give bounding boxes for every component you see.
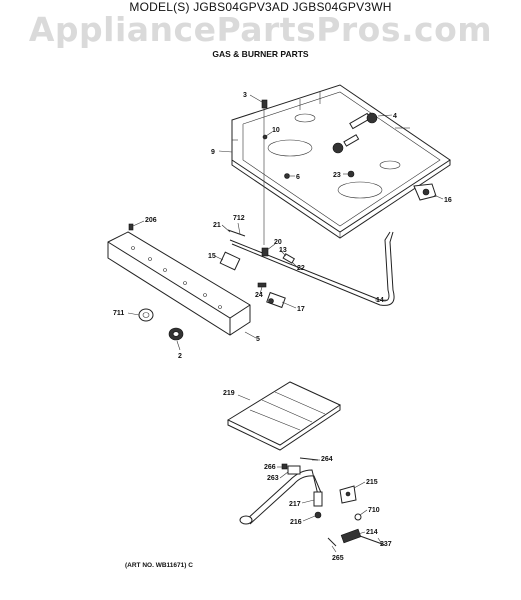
bracket-215[interactable] bbox=[339, 485, 357, 504]
callout-215: 215 bbox=[366, 479, 378, 486]
fastener-6[interactable] bbox=[284, 173, 290, 179]
section-title: GAS & BURNER PARTS bbox=[212, 49, 309, 59]
screw-265[interactable] bbox=[327, 537, 337, 547]
callout-263: 263 bbox=[267, 475, 279, 482]
callout-10: 10 bbox=[272, 127, 280, 134]
bracket-16[interactable] bbox=[413, 183, 437, 201]
manifold-panel[interactable] bbox=[107, 231, 251, 336]
valve-17[interactable] bbox=[266, 291, 286, 309]
burner-baffle-219[interactable] bbox=[226, 381, 342, 451]
callout-2: 2 bbox=[178, 353, 182, 360]
callout-265: 265 bbox=[332, 555, 344, 562]
callout-264: 264 bbox=[321, 456, 333, 463]
callout-711: 711 bbox=[113, 310, 124, 317]
callout-14: 14 bbox=[376, 297, 384, 304]
air-shutter-263[interactable] bbox=[287, 465, 301, 475]
clip-24[interactable] bbox=[257, 282, 267, 288]
nut-216[interactable] bbox=[314, 511, 322, 519]
clip-266[interactable] bbox=[281, 463, 288, 470]
callout-15: 15 bbox=[208, 253, 216, 260]
callout-266: 266 bbox=[264, 464, 276, 471]
spreader-264[interactable] bbox=[299, 457, 319, 461]
orifice-217[interactable] bbox=[313, 491, 323, 507]
callout-217: 217 bbox=[289, 501, 301, 508]
callout-237: 237 bbox=[380, 541, 392, 548]
knob-711[interactable] bbox=[138, 308, 154, 322]
art-number: (ART NO. WB11671) C bbox=[125, 562, 193, 569]
leader-lines bbox=[127, 94, 444, 553]
screw-710[interactable] bbox=[354, 513, 362, 521]
callout-214: 214 bbox=[366, 529, 378, 536]
callout-23: 23 bbox=[333, 172, 341, 179]
ignitor-214[interactable] bbox=[340, 528, 362, 544]
model-numbers: MODEL(S) JGBS04GPV3AD JGBS04GPV3WH bbox=[129, 0, 392, 14]
wire-237[interactable] bbox=[359, 535, 386, 546]
callout-5: 5 bbox=[256, 336, 260, 343]
callout-21: 21 bbox=[213, 222, 221, 229]
watermark: AppliancePartsPros.com bbox=[28, 10, 493, 49]
callout-206: 206 bbox=[145, 217, 157, 224]
callout-219: 219 bbox=[223, 390, 235, 397]
screw-3[interactable] bbox=[261, 99, 268, 118]
callout-9: 9 bbox=[211, 149, 215, 156]
callout-712: 712 bbox=[233, 215, 245, 222]
callout-17: 17 bbox=[297, 306, 305, 313]
knob-2[interactable] bbox=[168, 327, 184, 341]
screw-206[interactable] bbox=[128, 223, 134, 231]
valve-13[interactable] bbox=[261, 247, 269, 257]
callout-3: 3 bbox=[243, 92, 247, 99]
orifice-22[interactable] bbox=[282, 253, 296, 264]
callout-labels: 3 4 10 9 6 23 16 206 21 712 20 13 22 15 … bbox=[113, 92, 452, 562]
callout-4: 4 bbox=[393, 113, 397, 120]
fastener-23[interactable] bbox=[347, 170, 355, 178]
callout-20: 20 bbox=[274, 239, 282, 246]
callout-6: 6 bbox=[296, 174, 300, 181]
callout-710: 710 bbox=[368, 507, 380, 514]
callout-24: 24 bbox=[255, 292, 263, 299]
burner-box[interactable] bbox=[231, 84, 451, 239]
callout-216: 216 bbox=[290, 519, 302, 526]
valve-bracket-15[interactable] bbox=[219, 251, 241, 271]
igniter-assembly[interactable] bbox=[332, 112, 378, 154]
callout-22: 22 bbox=[297, 265, 305, 272]
callout-13: 13 bbox=[279, 247, 287, 254]
callout-16: 16 bbox=[444, 197, 452, 204]
oven-burner-tube[interactable] bbox=[239, 469, 323, 525]
bracket-21[interactable] bbox=[227, 229, 246, 237]
